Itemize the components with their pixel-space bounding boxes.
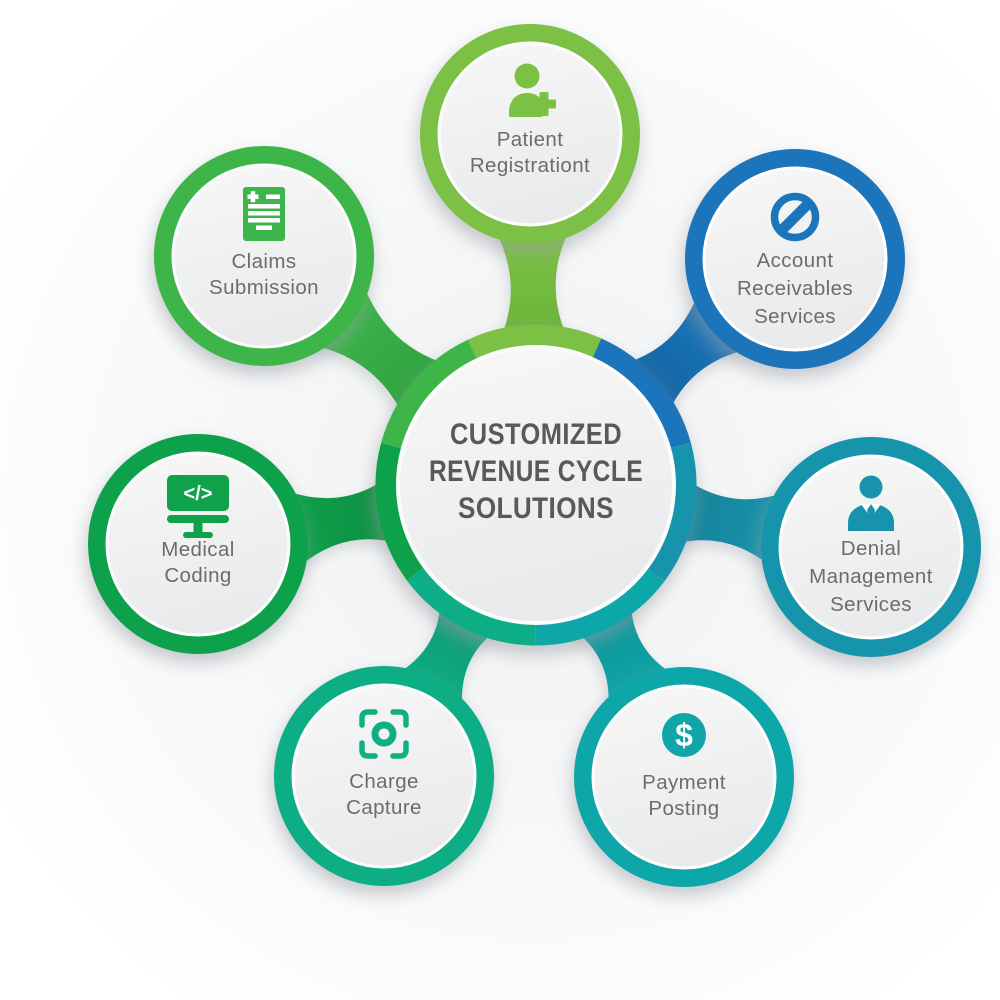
node-ring [574,667,794,887]
code-glyph: </> [184,483,213,505]
focus-capture-icon [359,709,409,759]
node-payment-posting: $ Payment Posting [574,667,794,887]
hub-ring [375,324,697,646]
hub-ring-segment-charge [406,566,536,646]
dollar-circle-icon: $ [662,713,706,757]
node-label-line: Posting [648,797,719,820]
node-label-line: Coding [164,564,231,587]
node-denial-management-services: Denial Management Services [761,437,981,657]
hub-title-line-1: CUSTOMIZED [450,418,622,451]
node-label-line: Patient [497,128,564,151]
node-medical-coding: </> Medical Coding [88,434,308,654]
node-face-rim [591,684,777,870]
node-ring [761,437,981,657]
hub-ring-segment-medical [375,442,426,581]
connector-patient-registration [492,227,577,356]
claim-form-icon [243,187,285,241]
node-label-line: Registrationt [470,154,590,177]
node-ring [154,146,374,366]
node-label-line: Receivables [737,277,853,300]
node-label-line: Management [809,565,933,588]
node-face-rim [437,41,623,227]
hub-ring-segment-payment [535,567,665,646]
node-label-line: Medical [161,538,234,561]
block-icon [770,192,820,242]
node-patient-registration: Patient Registrationt [420,24,640,244]
node-face-rim [291,683,477,869]
hub-ring-segment-account [591,338,691,449]
hub-face [396,345,676,625]
businessman-icon [848,475,894,531]
node-ring [274,666,494,886]
node-label-line: Payment [642,771,726,794]
node-face-rim [171,163,357,349]
node-label-line: Capture [346,796,422,819]
node-label-line: Denial [841,537,902,560]
node-label-line: Services [754,305,836,328]
node-label-line: Account [757,249,834,272]
node-ring [420,24,640,244]
hub-ring-segment-denial [646,442,697,582]
node-face-rim [778,454,964,640]
node-face-rim [105,451,291,637]
hub-ring-segment-patient [467,324,602,361]
node-charge-capture: Charge Capture [274,666,494,886]
node-claims-submission: Claims Submission [154,146,374,366]
hub-title-line-2: REVENUE CYCLE [429,455,643,488]
node-label-line: Charge [349,770,419,793]
code-monitor-icon: </> [167,475,229,538]
node-account-receivables-services: Account Receivables Services [685,149,905,369]
user-plus-icon [509,63,556,117]
node-label-line: Submission [209,276,319,299]
node-label-line: Claims [231,250,296,273]
node-ring [685,149,905,369]
dollar-glyph: $ [675,717,693,753]
node-label-line: Services [830,593,912,616]
hub-node: CUSTOMIZED REVENUE CYCLE SOLUTIONS [375,324,697,646]
node-face-rim [702,166,888,352]
hub-ring-segment-claims [381,339,478,450]
node-ring [88,434,308,654]
hub-title-line-3: SOLUTIONS [458,492,614,525]
